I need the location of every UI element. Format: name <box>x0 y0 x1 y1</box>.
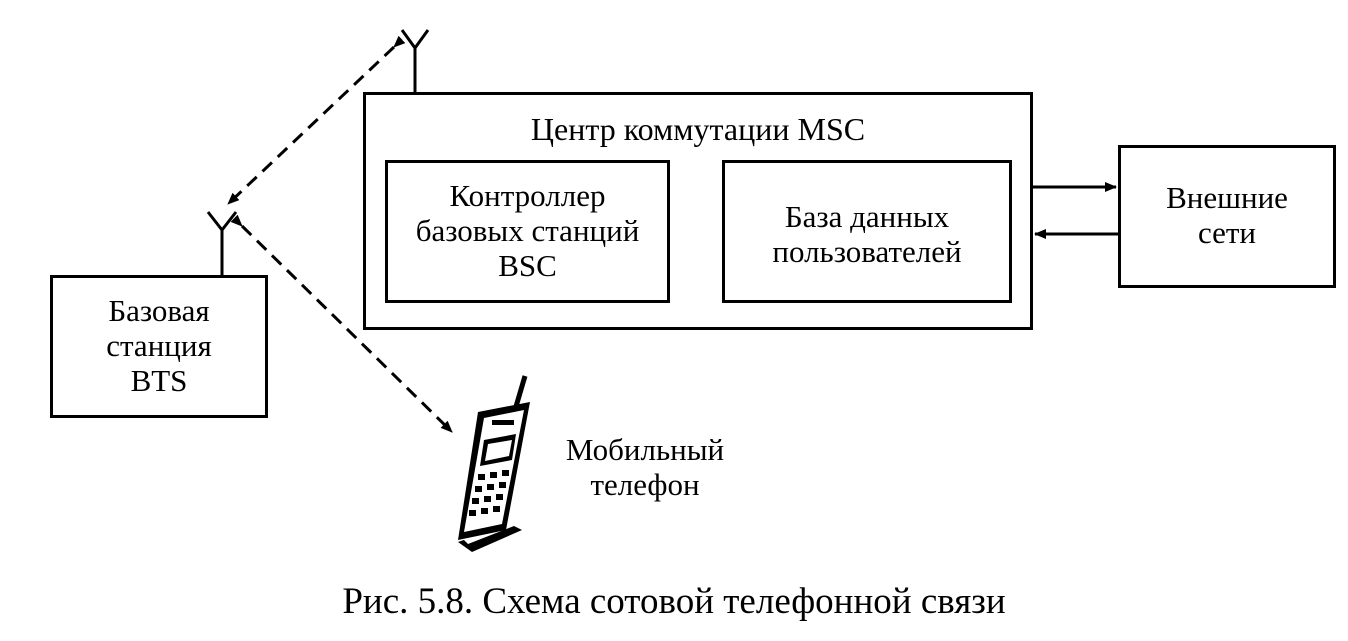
user-database-box <box>722 160 1012 303</box>
external-networks-label: Внешние сети <box>1166 180 1288 250</box>
radio-link-bts-phone <box>230 214 454 434</box>
msc-title: Центр коммутации MSC <box>530 111 866 147</box>
radio-link-msc-bts <box>226 35 406 206</box>
mobile-phone-label: Мобильный телефон <box>565 432 725 502</box>
mobile-phone-icon <box>458 375 530 552</box>
figure-caption: Рис. 5.8. Схема сотовой телефонной связи <box>342 581 1006 622</box>
bsc-label: Контроллер базовых станций BSC <box>415 178 640 283</box>
msc-antenna-icon <box>400 29 430 92</box>
external-networks-box <box>1118 145 1336 288</box>
user-database-label: База данных пользователей <box>772 199 962 269</box>
bts-antenna-icon <box>206 211 238 275</box>
bts-label: Базовая станция BTS <box>106 293 212 398</box>
